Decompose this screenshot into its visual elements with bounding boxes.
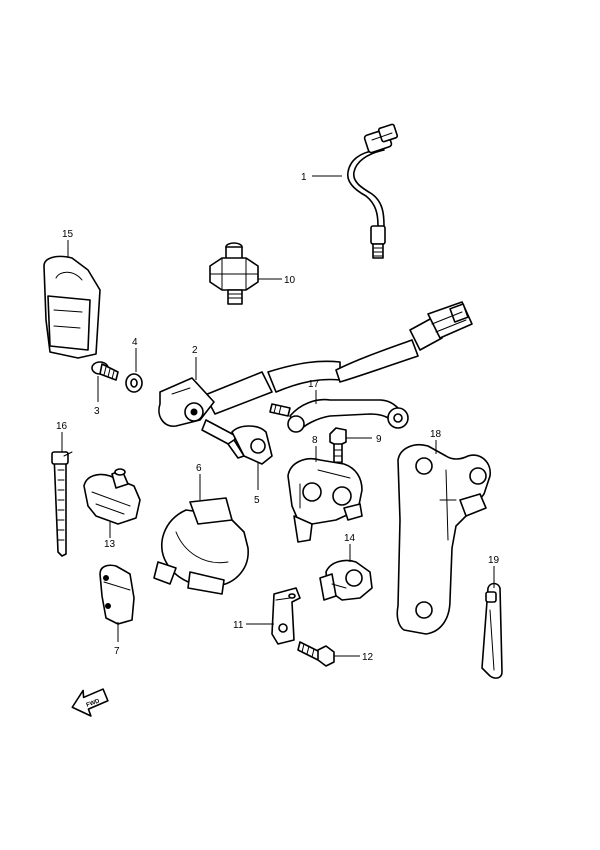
callout-4: 4 xyxy=(132,337,138,348)
fwd-label: FWD xyxy=(86,698,102,709)
part-10-pressure-switch xyxy=(209,242,259,305)
part-2-sensor-harness xyxy=(158,301,473,447)
callout-11: 11 xyxy=(233,620,244,631)
part-11-small-bracket xyxy=(271,587,301,645)
callout-19: 19 xyxy=(488,555,500,566)
part-7-plate xyxy=(99,564,135,625)
callout-3: 3 xyxy=(94,406,100,417)
callout-10: 10 xyxy=(284,275,296,286)
callout-1: 1 xyxy=(301,172,307,183)
part-16-cable-tie xyxy=(51,451,73,557)
part-19-strap xyxy=(481,582,503,679)
part-12-bolt xyxy=(297,641,335,667)
part-6-band-clamp xyxy=(153,497,249,595)
callout-15: 15 xyxy=(62,229,74,240)
callout-7: 7 xyxy=(114,646,120,657)
callout-9: 9 xyxy=(376,434,382,445)
callout-17: 17 xyxy=(308,379,320,390)
part-17-sensor-arm xyxy=(269,398,409,433)
part-3-screw xyxy=(91,361,119,381)
part-15-boot xyxy=(43,255,101,359)
part-14-cable-holder xyxy=(319,559,373,601)
callout-6: 6 xyxy=(196,463,202,474)
part-18-large-bracket xyxy=(396,444,491,635)
part-1-sensor-cable xyxy=(346,123,399,259)
part-8-sensor-bracket xyxy=(287,458,363,543)
part-5-clamp xyxy=(227,425,273,465)
callout-2: 2 xyxy=(192,345,198,356)
callout-12: 12 xyxy=(362,652,374,663)
fwd-arrow-icon: FWD xyxy=(71,688,109,717)
callout-5: 5 xyxy=(254,495,260,506)
callout-13: 13 xyxy=(104,539,116,550)
callout-16: 16 xyxy=(56,421,68,432)
part-13-clip-holder xyxy=(83,468,141,525)
callout-18: 18 xyxy=(430,429,442,440)
part-4-washer xyxy=(125,373,143,393)
callout-14: 14 xyxy=(344,533,356,544)
callout-8: 8 xyxy=(312,435,318,446)
